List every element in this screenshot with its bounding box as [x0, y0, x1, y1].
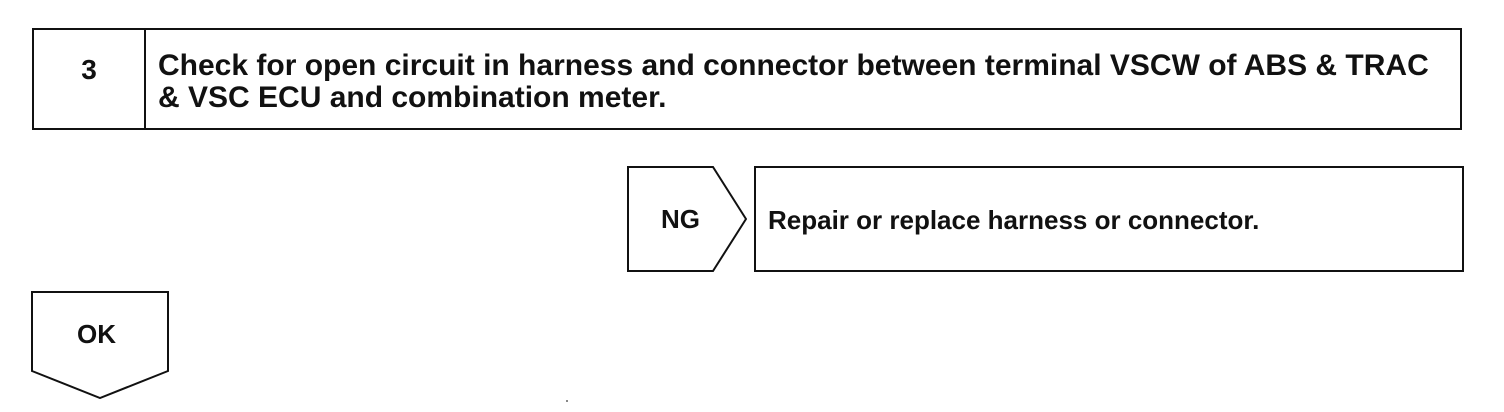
- ng-branch-tag: NG: [627, 166, 747, 272]
- ok-label: OK: [77, 319, 116, 349]
- right-arrow-tag-icon: [627, 166, 747, 272]
- ok-branch-tag: OK: [31, 291, 169, 399]
- step-instruction: Check for open circuit in harness and co…: [158, 49, 1429, 114]
- scan-speck: [566, 400, 568, 402]
- step-box: 3 Check for open circuit in harness and …: [32, 28, 1462, 130]
- repair-action-box: Repair or replace harness or connector.: [754, 166, 1464, 272]
- ng-label: NG: [661, 204, 700, 234]
- down-arrow-tag-icon: [31, 291, 169, 399]
- step-number: 3: [34, 30, 146, 128]
